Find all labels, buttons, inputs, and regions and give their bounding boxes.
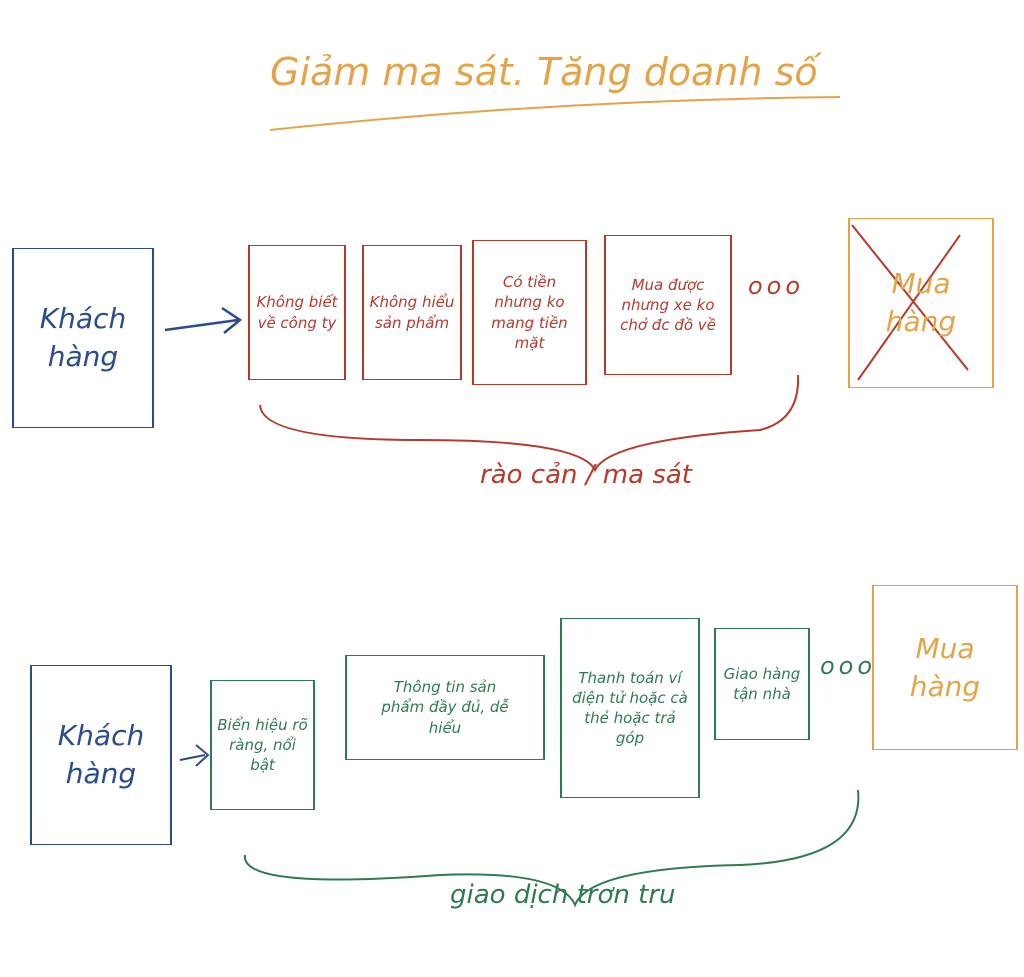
brace-label-top: rào cản / ma sát [480,460,692,490]
enabler-box: Biển hiệu rõ ràng, nổi bật [210,680,315,810]
brace-bottom [243,789,860,908]
outcome-box-crossed: Mua hàng [848,218,994,388]
brace-top [259,374,800,473]
customer-box-bottom: Khách hàng [30,665,172,845]
barrier-box: Không hiểu sản phẩm [362,245,462,380]
title-underline [269,96,841,131]
barrier-box: Có tiền nhưng ko mang tiền mặt [472,240,587,385]
customer-box-top: Khách hàng [12,248,154,428]
ellipsis-bottom: ooo [820,652,877,680]
enabler-box: Thông tin sản phẩm đầy đủ, dễ hiểu [345,655,545,760]
arrow-top [164,306,243,334]
ellipsis-top: ooo [748,272,805,300]
barrier-box: Mua được nhưng xe ko chở đc đồ về [604,235,732,375]
arrow-bottom [179,744,210,767]
cross-mark [851,224,969,381]
diagram-title: Giảm ma sát. Tăng doanh số [270,50,818,94]
brace-label-bottom: giao dịch trơn tru [450,880,676,910]
enabler-box: Thanh toán ví điện tử hoặc cà thẻ hoặc t… [560,618,700,798]
outcome-box: Mua hàng [872,585,1018,750]
barrier-box: Không biết về công ty [248,245,346,380]
enabler-box: Giao hàng tận nhà [714,628,810,740]
